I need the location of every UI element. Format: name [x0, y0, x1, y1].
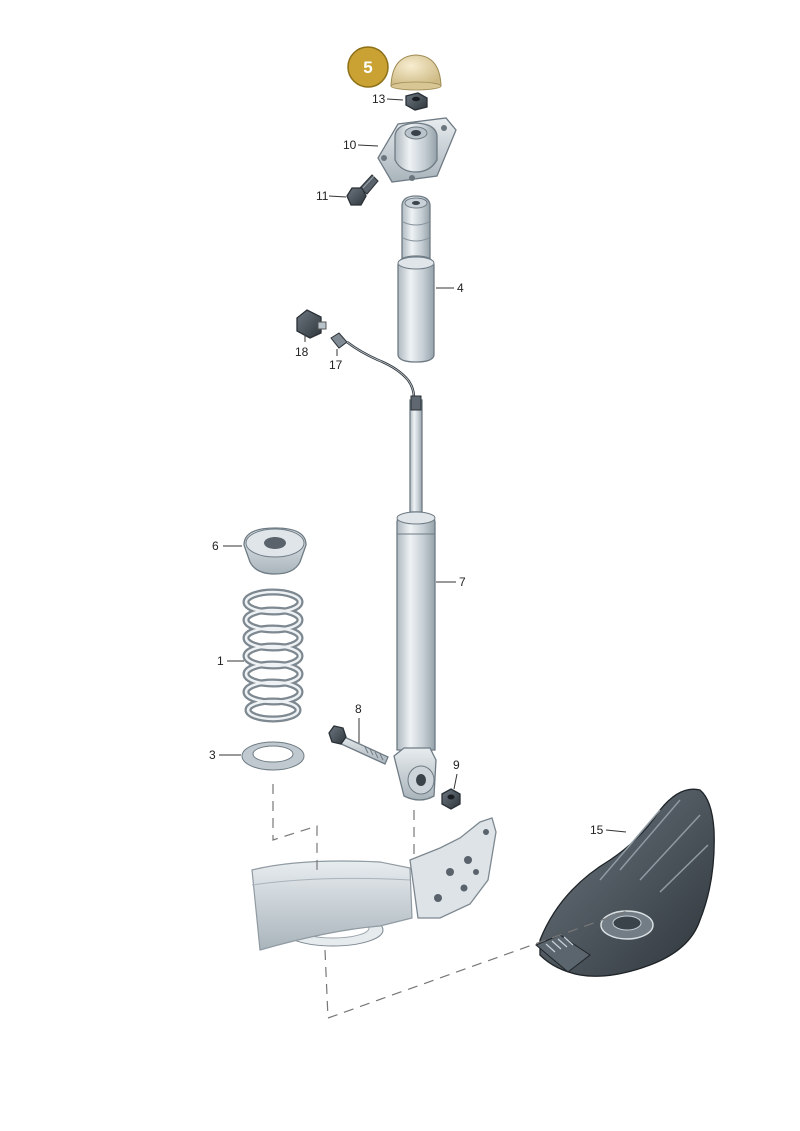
- leader-9: [453, 773, 458, 790]
- axle-bracket-hole-4: [460, 884, 468, 892]
- part-15-cover-tab-slots: [545, 936, 574, 953]
- label-13: 13: [372, 92, 386, 106]
- axle-bracket-hole-1: [446, 868, 454, 876]
- part-7-rod-tip: [410, 395, 422, 411]
- label-4: 4: [457, 281, 464, 295]
- label-10: 10: [343, 138, 357, 152]
- label-8: 8: [355, 702, 362, 716]
- part-10-bolt-hole-1: [381, 155, 387, 161]
- leader-13: [386, 98, 404, 101]
- part-17-sensor-cable-highlight: [346, 341, 415, 399]
- part-18-connector[interactable]: [296, 309, 327, 339]
- part-8-bolt[interactable]: [328, 725, 389, 765]
- part-7-body: [396, 511, 436, 751]
- part-5-dome-base: [390, 81, 442, 91]
- part-1-coil-2-hi: [244, 608, 302, 632]
- part-4-bump-stop: [401, 195, 431, 259]
- part-13-nut[interactable]: [405, 92, 428, 111]
- axle-beam-edge: [251, 877, 411, 886]
- part-7-piston-rod: [409, 399, 423, 513]
- part-10-bolt-hole-3: [409, 175, 415, 181]
- part-8-bolt-thread: [364, 746, 384, 761]
- part-15-cover[interactable]: [535, 788, 715, 977]
- part-1-coil-3-hi: [244, 626, 302, 650]
- rear-axle-beam: [251, 817, 497, 951]
- part-1-coil-4-hi: [244, 644, 302, 668]
- axle-beam-body: [251, 860, 413, 951]
- leader-11: [328, 195, 347, 198]
- part-6-seat-hole: [264, 537, 286, 549]
- part-3-spring-pad[interactable]: [241, 741, 305, 771]
- label-17: 17: [329, 358, 343, 372]
- part-9-nut-hole: [447, 794, 455, 800]
- part-4-bump-stop-rings: [402, 221, 430, 242]
- part-11-bolt-head: [346, 187, 367, 206]
- part-5-badge: [347, 46, 389, 88]
- label-3: 3: [209, 748, 216, 762]
- part-5-cap[interactable]: 5: [347, 46, 442, 91]
- label-15: 15: [590, 823, 604, 837]
- axle-bracket-hole-6: [473, 869, 479, 875]
- label-18: 18: [295, 345, 309, 359]
- part-7-lower-bush-hole: [416, 774, 426, 786]
- part-17-clip[interactable]: [330, 332, 416, 399]
- leader-15: [605, 829, 627, 833]
- part-7-body-top: [396, 511, 436, 525]
- part-9-nut[interactable]: [441, 788, 461, 810]
- part-13-nut-hole: [412, 96, 420, 102]
- part-15-cover-ring-inner: [612, 915, 642, 931]
- part-10-bolt-hole-2: [441, 125, 447, 131]
- assembly-line-spring: [272, 784, 318, 870]
- part-10-hole: [411, 130, 421, 136]
- part-3-pad-inner: [252, 745, 294, 763]
- part-5-dome: [390, 54, 442, 87]
- leader-10: [357, 144, 379, 147]
- assembly-line-axle-down: [324, 949, 329, 1019]
- part-8-bolt-head: [328, 725, 347, 745]
- label-9: 9: [453, 758, 460, 772]
- assembly-line-cover: [327, 909, 631, 1019]
- part-15-cover-body: [539, 788, 715, 977]
- label-1: 1: [217, 654, 224, 668]
- part-1-coil-7-hi: [246, 699, 300, 721]
- part-1-coil-1-hi: [244, 590, 302, 614]
- part-4-bump-stop-hole: [412, 201, 420, 205]
- axle-bracket-hole-5: [483, 829, 489, 835]
- part-6-spring-seat[interactable]: [243, 527, 307, 575]
- part-18-connector-body: [296, 309, 322, 339]
- axle-bracket-hole-3: [434, 894, 442, 902]
- part-11-bolt[interactable]: [346, 174, 379, 206]
- axle-shock-bracket: [409, 817, 497, 919]
- part-4-protective-sleeve[interactable]: [397, 195, 435, 363]
- part-15-cover-tab: [535, 934, 591, 973]
- part-10-top-mount[interactable]: [377, 117, 457, 183]
- part-1-coil-spring[interactable]: [242, 588, 304, 723]
- part-7-shock-absorber[interactable]: [393, 395, 437, 801]
- part-5-badge-label: 5: [363, 58, 372, 77]
- label-11: 11: [316, 189, 329, 203]
- part-4-dust-tube: [397, 255, 435, 363]
- part-15-cover-ribs: [599, 799, 709, 893]
- part-17-clip-body: [330, 332, 348, 349]
- part-13-nut-body: [405, 92, 428, 111]
- label-6: 6: [212, 539, 219, 553]
- part-18-connector-pin: [317, 321, 327, 330]
- part-4-dust-tube-top: [397, 256, 435, 270]
- label-7: 7: [459, 575, 466, 589]
- part-11-bolt-thread: [361, 175, 375, 190]
- part-1-coil-5-hi: [244, 662, 302, 686]
- axle-bracket-hole-2: [464, 856, 472, 864]
